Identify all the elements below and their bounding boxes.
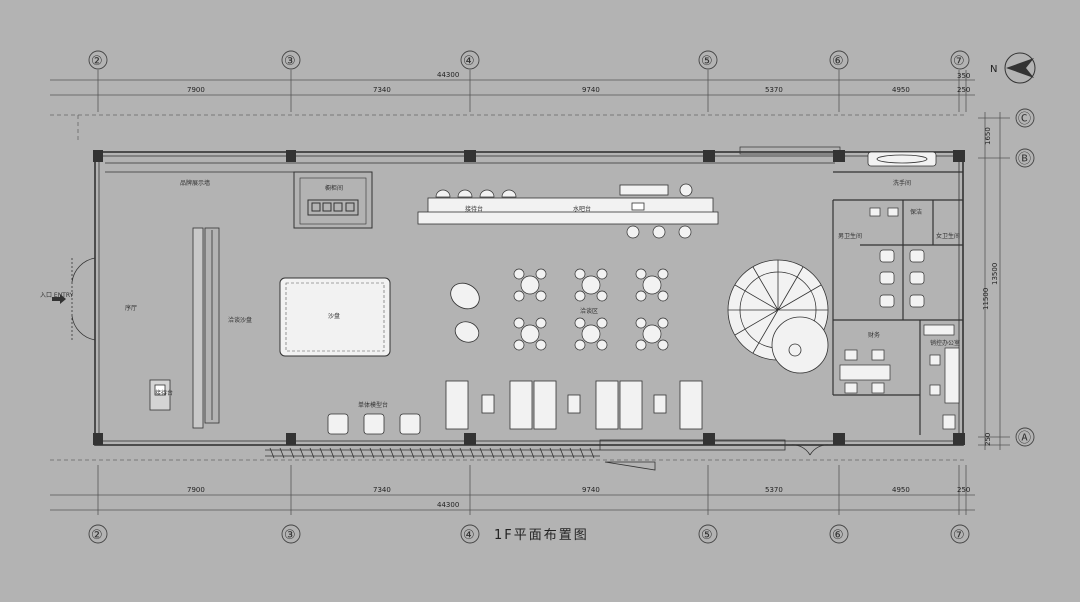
bottom-facade-hatching [265,439,786,471]
drawing-title: 1F平面布置图 [494,528,589,543]
dim-end-top-2: 250 [957,86,970,94]
label-info-desk: 接待台 [155,389,173,397]
grid-label-4-top: ④ [463,54,475,69]
grid-label-c: Ⓒ [1018,112,1031,127]
side-door [789,444,831,456]
grid-label-7-bottom: ⑦ [953,528,965,543]
dashed-outlines [50,114,965,461]
label-womens-wc: 女卫生间 [936,232,960,240]
label-display-cabinet: 橱柜间 [325,184,343,192]
dim-right-3: 11500 [982,288,990,310]
structural-columns [93,150,965,445]
entrance-arrow-icon [52,294,66,304]
bar-stools [626,225,692,239]
spiral-staircase [727,259,829,374]
grid-label-2-top: ② [91,54,103,69]
entrance-doors [71,257,96,341]
label-entrance: 入口 ENTRY [40,292,74,299]
north-label: N [990,64,997,75]
label-hall: 序厅 [125,304,137,312]
toilet-fixtures [869,207,925,308]
bottom-dimension-lines [50,465,975,515]
grid-bubbles-top [88,50,970,70]
display-cabinet-room [293,171,373,229]
dim-span-1-bottom: 7900 [187,486,205,494]
dim-right-1: 1650 [984,127,992,145]
grid-bubbles-bottom [88,524,970,544]
office-furniture [923,324,960,430]
dim-span-3-top: 9740 [582,86,600,94]
dim-end-top: 350 [957,72,970,80]
label-sand-table-sofa: 洽谈沙盘 [228,316,252,324]
oval-tables [450,282,480,343]
grid-label-5-top: ⑤ [701,54,713,69]
negotiation-tables [513,268,669,351]
grid-label-3-bottom: ③ [284,528,296,543]
grid-label-6-top: ⑥ [832,54,844,69]
grid-label-4-bottom: ④ [463,528,475,543]
hall-partition [192,227,220,429]
service-block-walls [832,171,963,435]
dim-span-5-bottom: 4950 [892,486,910,494]
dim-span-2-bottom: 7340 [373,486,391,494]
dim-right-2: 13500 [991,263,999,285]
dim-end-bottom: 250 [957,486,970,494]
grid-bubbles-right [1015,108,1035,447]
grid-label-3-top: ③ [284,54,296,69]
label-reception: 接待台 [465,205,483,213]
finance-furniture [839,349,891,394]
label-sand-table: 沙盘 [328,312,340,320]
label-washroom: 洗手间 [893,179,911,187]
label-mens-wc: 男卫生间 [838,232,862,240]
top-dimension-lines [50,70,975,112]
dim-span-4-top: 5370 [765,86,783,94]
info-desk [149,379,171,411]
sand-table [279,277,391,357]
dim-span-5-top: 4950 [892,86,910,94]
grid-label-a: Ⓐ [1018,431,1031,446]
dim-span-1-top: 7900 [187,86,205,94]
dim-span-3-bottom: 9740 [582,486,600,494]
label-model-table: 单体模型台 [358,401,388,409]
dim-total-top: 44300 [437,71,459,79]
reception-counter [417,183,719,225]
grid-label-b: Ⓑ [1018,152,1031,167]
sofa-groups [445,380,703,430]
grid-label-6-bottom: ⑥ [832,528,844,543]
dim-right-4: 250 [984,433,992,446]
model-tables [327,413,421,435]
label-negotiation: 洽谈区 [580,307,598,315]
grid-label-5-bottom: ⑤ [701,528,713,543]
label-manager-office: 销控办公室 [930,339,960,347]
label-storage: 保洁 [910,208,922,216]
washroom-sink [867,151,937,167]
label-brand-wall: 品牌展示墙 [180,179,210,187]
grid-label-7-top: ⑦ [953,54,965,69]
dim-total-bottom: 44300 [437,501,459,509]
reception-chairs [435,189,517,198]
dim-span-4-bottom: 5370 [765,486,783,494]
exterior-walls [94,151,964,446]
grid-label-2-bottom: ② [91,528,103,543]
dim-span-2-top: 7340 [373,86,391,94]
label-finance: 财务 [868,331,880,339]
right-dimension-lines [978,112,1010,450]
label-water-bar: 水吧台 [573,205,591,213]
north-arrow-icon [1004,52,1036,84]
